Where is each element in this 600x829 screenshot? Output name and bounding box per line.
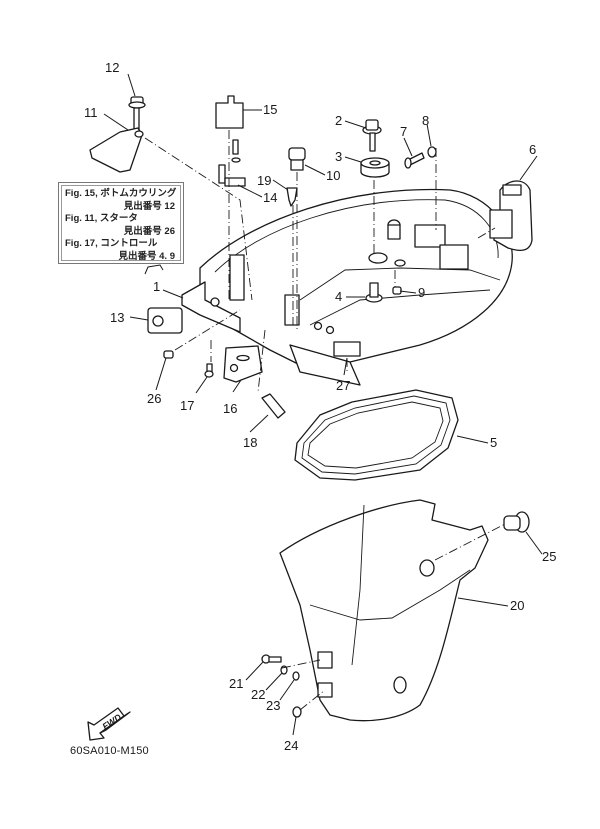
part-4-collar[interactable] xyxy=(365,282,383,303)
part-13-grommet-pad[interactable] xyxy=(147,307,183,334)
part-10-grommet-plug[interactable] xyxy=(288,147,306,171)
part-26-plug[interactable] xyxy=(163,350,174,359)
callout-2: 2 xyxy=(335,113,342,128)
reference-box: Fig. 15, ボトムカウリング 見出番号 12 Fig. 11, スタータ … xyxy=(58,182,184,264)
ref-line-1: Fig. 15, ボトムカウリング xyxy=(65,188,177,199)
callout-23: 23 xyxy=(266,698,280,713)
drawing-code: 60SA010-M150 xyxy=(70,745,149,757)
callout-22: 22 xyxy=(251,687,265,702)
callouts: 12 11 15 14 19 10 2 3 7 8 6 4 9 1 13 26 … xyxy=(84,60,556,753)
callout-15: 15 xyxy=(263,102,277,117)
callout-11: 11 xyxy=(84,105,98,120)
callout-20: 20 xyxy=(510,598,524,613)
callout-27: 27 xyxy=(336,378,350,393)
callout-25: 25 xyxy=(542,549,556,564)
fwd-arrow-icon: FWD xyxy=(87,707,131,741)
part-3-grommet[interactable] xyxy=(360,157,390,178)
callout-5: 5 xyxy=(490,435,497,450)
callout-16: 16 xyxy=(223,401,237,416)
callout-26: 26 xyxy=(147,391,161,406)
callout-4: 4 xyxy=(335,289,342,304)
callout-21: 21 xyxy=(229,676,243,691)
ref-line-1-ref: 見出番号 12 xyxy=(123,200,175,212)
callout-14: 14 xyxy=(263,190,277,205)
callout-24: 24 xyxy=(284,738,298,753)
part-6-bracket[interactable] xyxy=(489,180,533,252)
part-17-screw[interactable] xyxy=(204,363,214,378)
part-20-apron[interactable] xyxy=(279,499,489,722)
assembly-lines xyxy=(144,130,506,711)
ref-line-3-ref: 見出番号 4. 9 xyxy=(118,250,176,262)
part-21-bolt[interactable] xyxy=(261,654,282,664)
part-24-nut[interactable] xyxy=(292,706,302,718)
part-2-bolt[interactable] xyxy=(362,119,382,152)
part-25-grommet[interactable] xyxy=(503,511,530,533)
part-23-washer[interactable] xyxy=(292,671,300,681)
ref-line-3: Fig. 17, コントロール xyxy=(65,238,158,249)
ref-line-2: Fig. 11, スタータ xyxy=(65,213,138,224)
callout-10: 10 xyxy=(326,168,340,183)
part-16-grommet-panel[interactable] xyxy=(223,345,263,383)
part-5-seal[interactable] xyxy=(294,389,459,481)
callout-8: 8 xyxy=(422,113,429,128)
part-7-screw[interactable] xyxy=(404,152,425,169)
part-8-washer[interactable] xyxy=(427,146,437,158)
callout-18: 18 xyxy=(243,435,257,450)
callout-13: 13 xyxy=(110,310,124,325)
part-14-clip[interactable] xyxy=(218,139,246,187)
callout-1: 1 xyxy=(153,279,160,294)
part-18-seal-strip[interactable] xyxy=(261,393,286,419)
callout-9: 9 xyxy=(418,285,425,300)
part-11-bracket[interactable] xyxy=(89,127,144,173)
part-9-nut[interactable] xyxy=(392,286,402,295)
part-15-holder[interactable] xyxy=(215,95,244,129)
callout-12: 12 xyxy=(105,60,119,75)
callout-6: 6 xyxy=(529,142,536,157)
callout-17: 17 xyxy=(180,398,194,413)
part-19-fitting[interactable] xyxy=(286,187,298,207)
callout-3: 3 xyxy=(335,149,342,164)
part-12-bolt[interactable] xyxy=(128,96,146,131)
callout-7: 7 xyxy=(400,124,407,139)
ref-line-2-ref: 見出番号 26 xyxy=(123,225,175,237)
bottom-cowling[interactable] xyxy=(181,188,513,386)
callout-19: 19 xyxy=(257,173,271,188)
